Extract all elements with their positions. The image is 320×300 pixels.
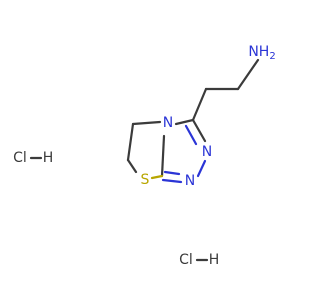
salt-1-h: H [43, 150, 54, 166]
amine-subscript: 2 [269, 51, 275, 62]
bond-ch2-c3 [191, 87, 208, 122]
hcl-salt-2: Cl H [179, 252, 219, 268]
bond-n-lower-c8a-b [163, 170, 181, 176]
chemical-structure: NH2 N N N S Cl H Cl H [13, 44, 276, 268]
bond-c3-n-upper-double [184, 124, 198, 146]
salt-1-cl: Cl [13, 150, 27, 166]
sulfur-label: S [141, 172, 150, 188]
bond-c3-n4 [174, 118, 195, 126]
bonds [126, 58, 260, 184]
bond-n4-c5 [131, 120, 162, 126]
bond-n-lower-c8a-a [161, 178, 183, 184]
hcl-salt-1: Cl H [13, 150, 53, 166]
bond-c6-s [126, 158, 138, 174]
bond-ch2-nh2 [236, 58, 260, 91]
ring-n-lower-label: N [185, 173, 195, 189]
amine-label: NH2 [248, 44, 275, 62]
bond-n-n [196, 159, 207, 178]
salt-2-cl: Cl [179, 252, 193, 268]
bond-c8a-n4 [160, 134, 166, 178]
ring-n-upper-label: N [202, 144, 212, 160]
atom-labels: NH2 N N N S [141, 44, 276, 189]
salt-2-h: H [209, 252, 220, 268]
amine-text: NH [248, 44, 269, 60]
bond-c5-c6 [126, 122, 135, 162]
bond-s-c8a [150, 174, 164, 180]
ring-n-fused-label: N [163, 115, 173, 131]
bond-c3-n-upper-single [191, 118, 207, 143]
